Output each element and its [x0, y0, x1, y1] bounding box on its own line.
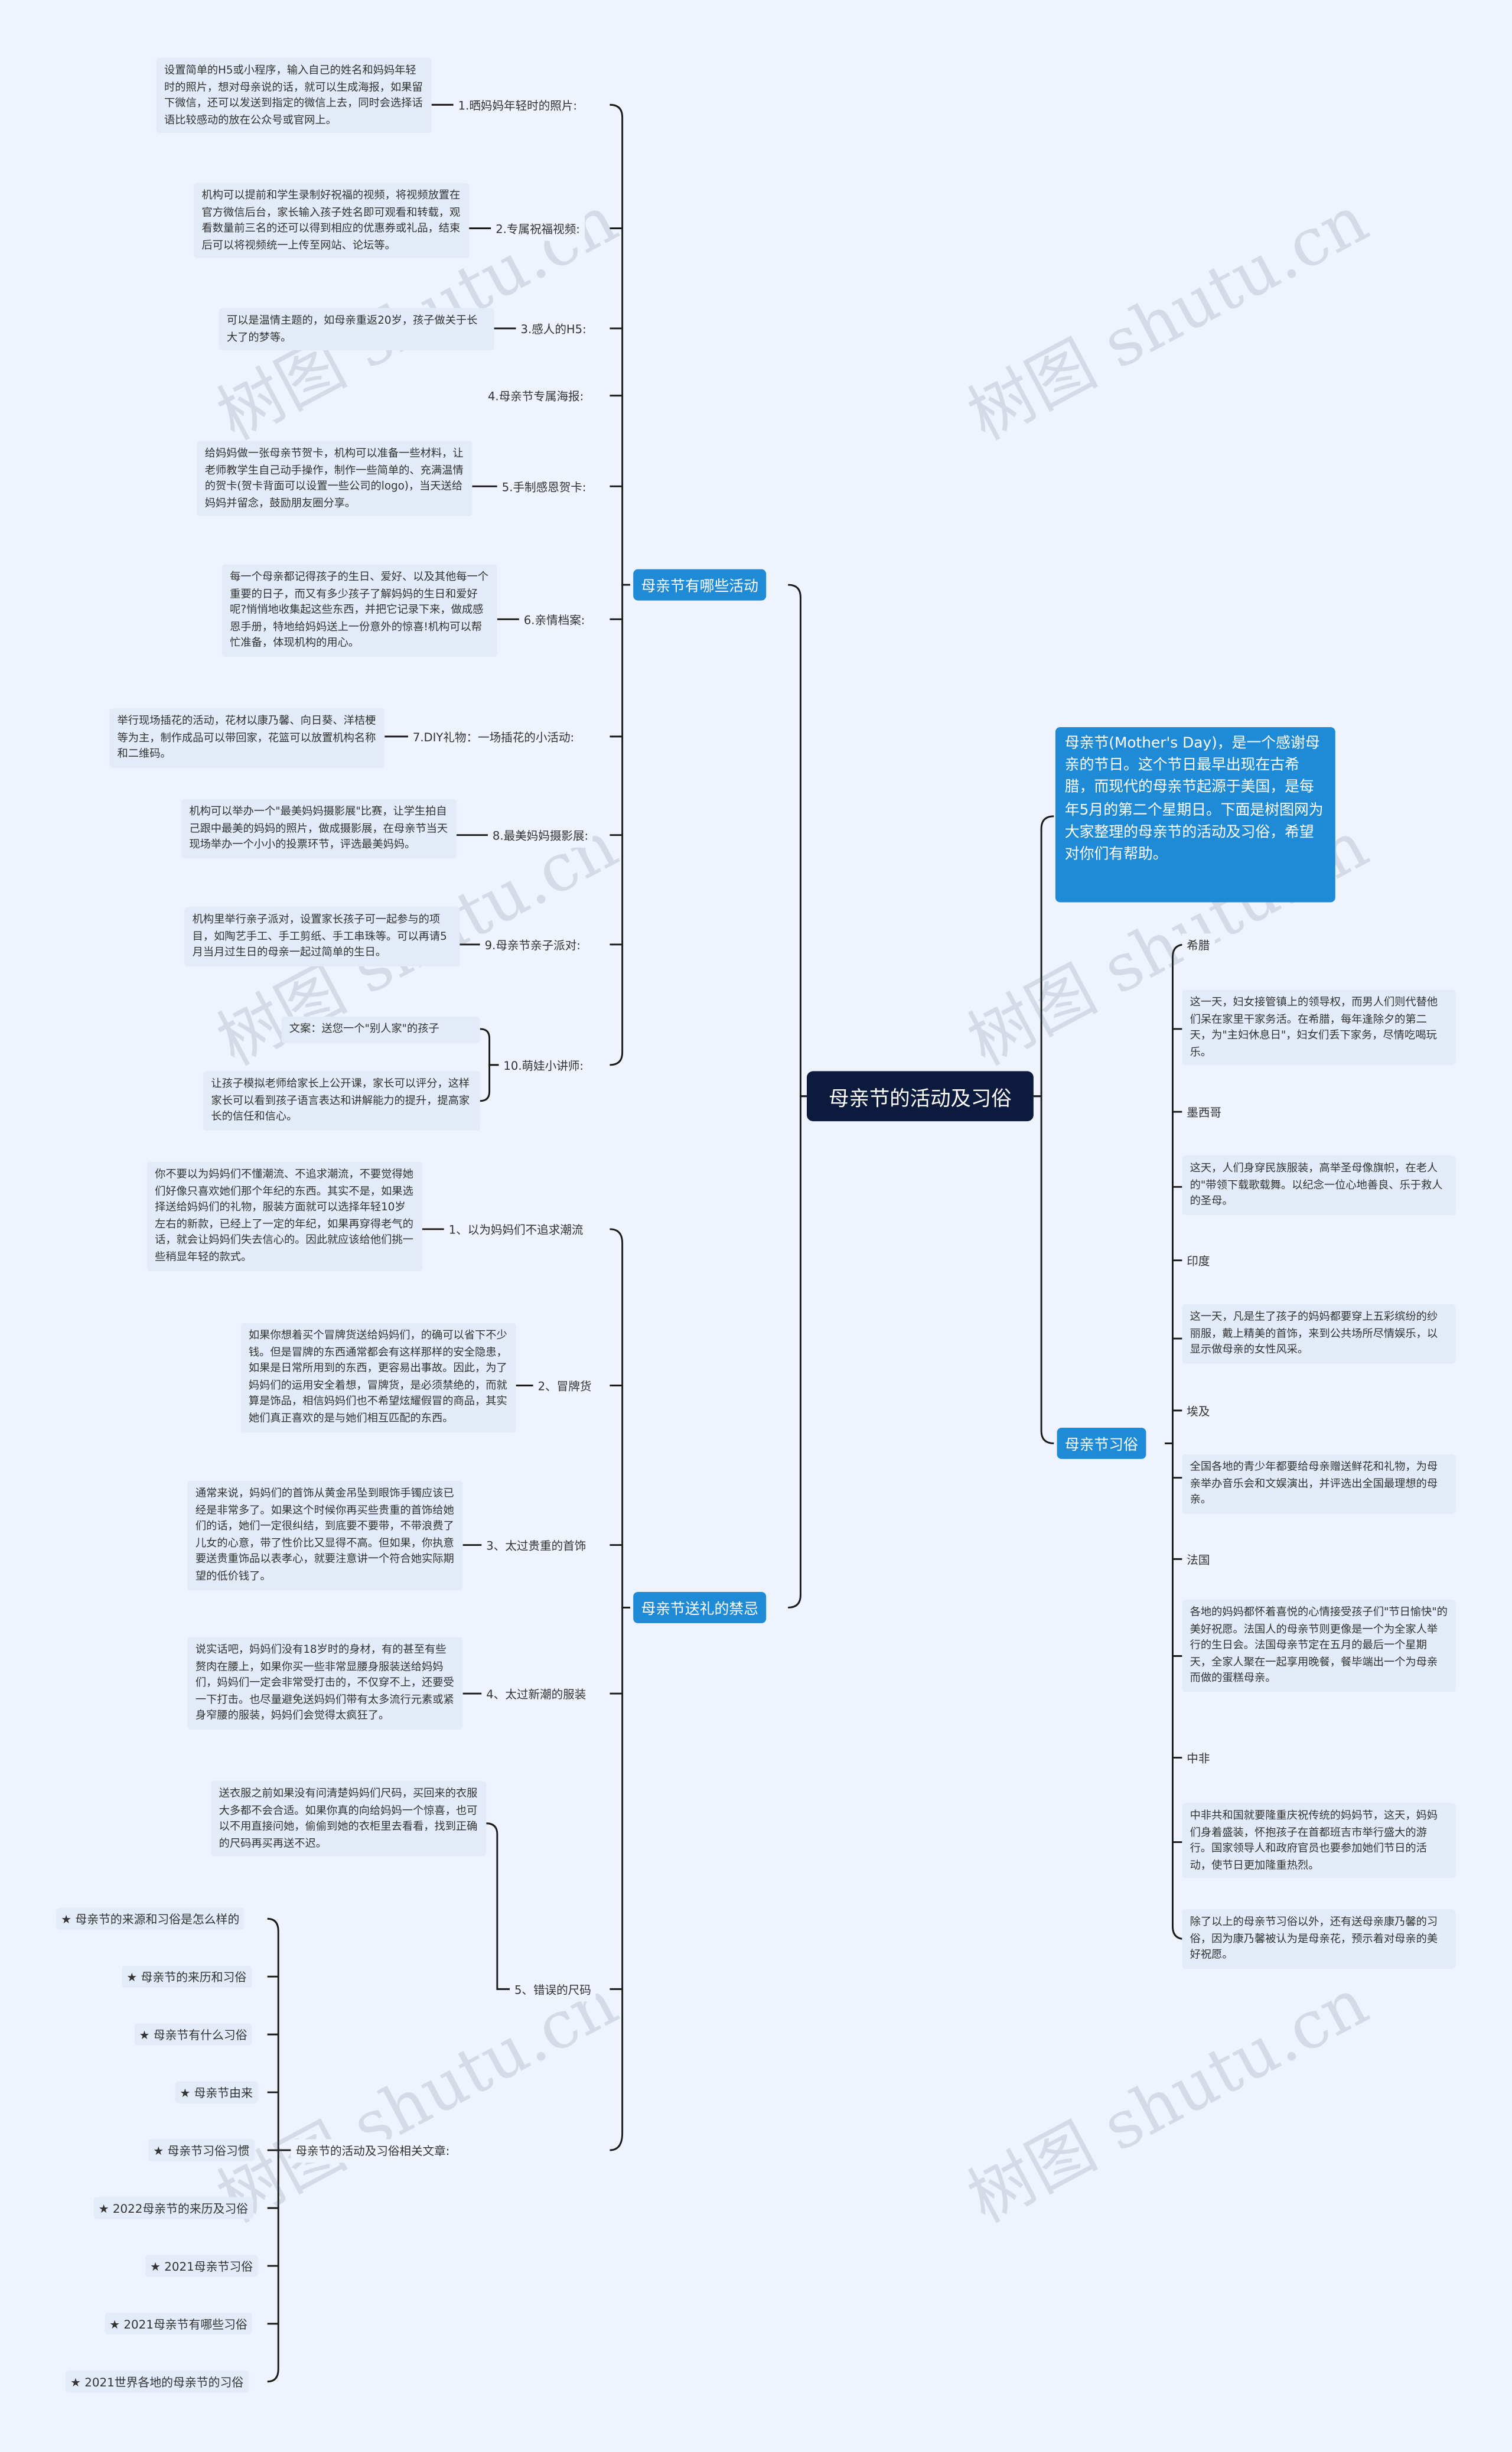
related-article-link[interactable]: ★ 母亲节由来 [175, 2081, 258, 2103]
branch-taboos[interactable]: 母亲节送礼的禁忌 [633, 1591, 767, 1623]
branch-customs[interactable]: 母亲节习俗 [1057, 1427, 1146, 1459]
activity-note: 可以是温情主题的，如母亲重返20岁，孩子做关于长大了的梦等。 [219, 308, 494, 351]
activity-label[interactable]: 4.母亲节专属海报: [483, 385, 589, 408]
activity-note: 机构里举行亲子派对，设置家长孩子可一起参与的项目，如陶艺手工、手工剪纸、手工串珠… [184, 907, 460, 966]
activity-label[interactable]: 9.母亲节亲子派对: [480, 933, 585, 958]
activity-note: 机构可以举办一个"最美妈妈摄影展"比赛，让学生拍自己跟中最美的妈妈的照片，做成摄… [181, 799, 457, 858]
related-articles-label[interactable]: 母亲节的活动及习俗相关文章: [291, 2139, 455, 2163]
custom-note: 这一天，凡是生了孩子的妈妈都要穿上五彩缤纷的纱丽服，戴上精美的首饰，来到公共场所… [1182, 1304, 1456, 1363]
taboo-note: 通常来说，妈妈们的首饰从黄金吊坠到眼饰手镯应该已经是非常多了。如果这个时候你再买… [187, 1480, 463, 1590]
intro-node[interactable]: 母亲节(Mother's Day)，是一个感谢母亲的节日。这个节日最早出现在古希… [1055, 727, 1335, 903]
activity-label[interactable]: 8.最美妈妈摄影展: [487, 824, 594, 848]
taboo-note: 说实话吧，妈妈们没有18岁时的身材，有的甚至有些赘肉在腰上，如果你买一些非常显腰… [187, 1637, 463, 1730]
custom-note: 全国各地的青少年都要给母亲赠送鲜花和礼物，为母亲举办音乐会和文娱演出，并评选出全… [1182, 1454, 1456, 1514]
custom-note: 各地的妈妈都怀着喜悦的心情接受孩子们"节日愉快"的美好祝愿。法国人的母亲节则更像… [1182, 1600, 1456, 1692]
activity-label[interactable]: 3.感人的H5: [516, 317, 591, 341]
activity-note: 设置简单的H5或小程序，输入自己的姓名和妈妈年轻时的照片，想对母亲说的话，就可以… [156, 57, 432, 134]
activity-label[interactable]: 5.手制感恩贺卡: [497, 475, 591, 499]
custom-note: 这天，人们身穿民族服装，高举圣母像旗帜，在老人的"带领下载歌载舞。以纪念一位心地… [1182, 1155, 1456, 1215]
activity-note: 文案：送您一个"别人家"的孩子 [281, 1016, 480, 1043]
activity-note: 机构可以提前和学生录制好祝福的视频，将视频放置在官方微信后台，家长输入孩子姓名即… [194, 183, 470, 259]
related-article-link[interactable]: ★ 母亲节的来历和习俗 [122, 1965, 252, 1988]
custom-note: 除了以上的母亲节习俗以外，还有送母亲康乃馨的习俗，因为康乃馨被认为是母亲花，预示… [1182, 1909, 1456, 1969]
related-article-link[interactable]: ★ 2022母亲节的来历及习俗 [93, 2197, 253, 2219]
custom-country[interactable]: 法国 [1182, 1548, 1215, 1572]
activity-label[interactable]: 10.萌娃小讲师: [498, 1054, 588, 1077]
related-article-link[interactable]: ★ 2021母亲节有哪些习俗 [105, 2313, 252, 2335]
custom-country[interactable]: 希腊 [1182, 933, 1215, 958]
custom-country[interactable]: 埃及 [1182, 1399, 1215, 1424]
activity-label[interactable]: 7.DIY礼物：一场插花的小活动: [408, 725, 579, 750]
related-article-link[interactable]: ★ 2021世界各地的母亲节的习俗 [66, 2370, 249, 2393]
custom-note: 中非共和国就要隆重庆祝传统的妈妈节，这天，妈妈们身着盛装，怀抱孩子在首都班吉市举… [1182, 1803, 1456, 1879]
taboo-note: 如果你想着买个冒牌货送给妈妈们，的确可以省下不少钱。但是冒牌的东西通常都会有这样… [240, 1323, 516, 1432]
taboo-label[interactable]: 5、错误的尺码 [510, 1978, 596, 2002]
custom-country[interactable]: 墨西哥 [1182, 1100, 1226, 1125]
branch-activities[interactable]: 母亲节有哪些活动 [633, 569, 767, 601]
center-topic[interactable]: 母亲节的活动及习俗 [807, 1071, 1034, 1122]
custom-country[interactable]: 印度 [1182, 1249, 1215, 1273]
taboo-label[interactable]: 3、太过贵重的首饰 [481, 1534, 591, 1558]
taboo-note: 送衣服之前如果没有问清楚妈妈们尺码，买回来的衣服大多都不会合适。如果你真的向给妈… [211, 1781, 487, 1857]
activity-label[interactable]: 6.亲情档案: [519, 608, 590, 632]
related-article-link[interactable]: ★ 母亲节的来源和习俗是怎么样的 [56, 1907, 245, 1930]
related-article-link[interactable]: ★ 母亲节有什么习俗 [134, 2023, 252, 2046]
taboo-label[interactable]: 1、以为妈妈们不追求潮流 [444, 1218, 588, 1242]
taboo-note: 你不要以为妈妈们不懂潮流、不追求潮流，不要觉得她们好像只喜欢她们那个年纪的东西。… [146, 1161, 422, 1271]
activity-label[interactable]: 1.晒妈妈年轻时的照片: [453, 93, 582, 118]
activity-note: 给妈妈做一张母亲节贺卡，机构可以准备一些材料，让老师教学生自己动手操作，制作一些… [197, 441, 472, 517]
custom-note: 这一天，妇女接管镇上的领导权，而男人们则代替他们呆在家里干家务活。在希腊，每年逢… [1182, 989, 1456, 1066]
activity-note: 每一个母亲都记得孩子的生日、爱好、以及其他每一个重要的日子，而又有多少孩子了解妈… [221, 564, 497, 657]
custom-country[interactable]: 中非 [1182, 1747, 1215, 1770]
taboo-label[interactable]: 2、冒牌货 [533, 1374, 597, 1398]
activity-note: 举行现场插花的活动，花材以康乃馨、向日葵、洋桔梗等为主，制作成品可以带回家，花篮… [109, 708, 385, 768]
related-article-link[interactable]: ★ 母亲节习俗习惯 [148, 2139, 255, 2161]
activity-note: 让孩子模拟老师给家长上公开课，家长可以评分，这样家长可以看到孩子语言表达和讲解能… [203, 1071, 480, 1131]
related-article-link[interactable]: ★ 2021母亲节习俗 [145, 2255, 258, 2277]
activity-label[interactable]: 2.专属祝福视频: [491, 217, 585, 241]
taboo-label[interactable]: 4、太过新潮的服装 [481, 1682, 591, 1707]
